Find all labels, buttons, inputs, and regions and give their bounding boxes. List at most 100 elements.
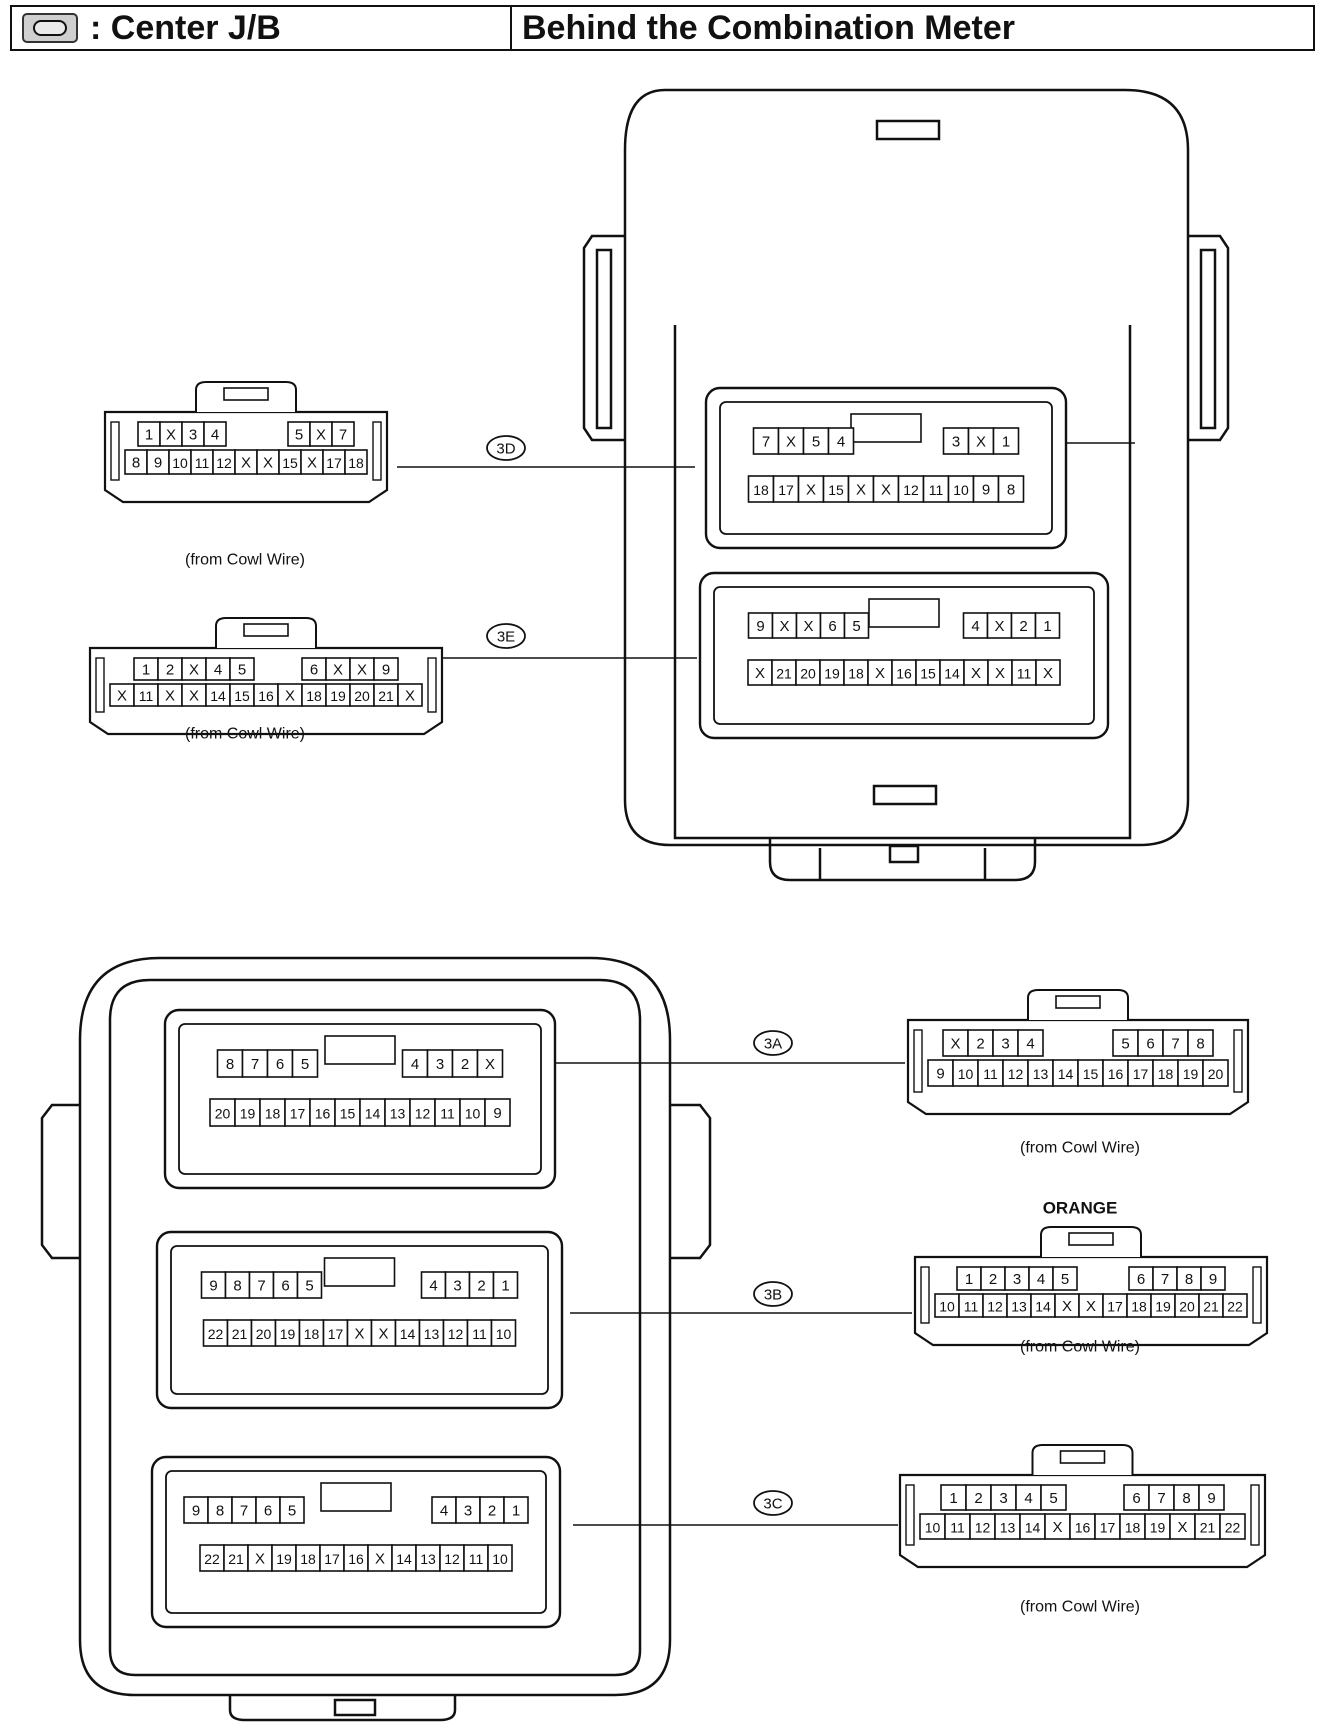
upper-jb-bottom-latch	[768, 838, 1037, 882]
plug-pin	[1200, 1266, 1226, 1291]
jb-pin	[476, 1049, 504, 1078]
plug-pin	[1052, 1059, 1079, 1087]
plug-pin-label: 14	[210, 688, 226, 704]
jb-pin-label: 7	[240, 1503, 248, 1520]
plug-pin-label: 5	[1121, 1036, 1129, 1053]
jb-pin-label: 18	[300, 1551, 316, 1567]
plug-pin-label: 9	[1209, 1271, 1217, 1288]
plug-pin-label: 11	[950, 1520, 965, 1536]
jb-pin	[291, 1049, 319, 1078]
jb-pin	[827, 427, 855, 455]
plug-pin-label: 8	[132, 455, 140, 472]
plug-pin-label: 19	[330, 688, 346, 704]
jb-pin	[947, 475, 975, 503]
lower-jb-housing	[78, 956, 672, 1697]
plug-pin-label: 21	[1200, 1520, 1216, 1536]
jb-pin	[915, 659, 941, 686]
header-right-cell: Behind the Combination Meter	[512, 7, 1313, 49]
plug-guide-rail	[913, 1029, 923, 1093]
jb-pin	[199, 1544, 225, 1572]
plug-pin-label: 10	[172, 455, 188, 471]
plug-pin-label: 15	[1083, 1066, 1099, 1082]
jb-pin	[1011, 659, 1037, 686]
plug-pin-label: 1	[142, 662, 150, 679]
plug-lock-window	[223, 387, 269, 401]
plug-pin-label: 11	[964, 1299, 979, 1315]
jb-pin-label: 9	[192, 1503, 200, 1520]
plug-pin-label: 8	[1185, 1271, 1193, 1288]
jb-pin	[200, 1271, 227, 1299]
upper-jb-housing	[623, 88, 1190, 847]
plug-pin	[1019, 1513, 1046, 1540]
from-cowl-wire-note: (from Cowl Wire)	[1020, 1339, 1140, 1356]
jb-pin	[819, 659, 845, 686]
jb-pin	[346, 1319, 373, 1347]
jb-pin	[401, 1049, 429, 1078]
plug-pin-label: 3	[999, 1490, 1007, 1507]
plug-pin-label: 15	[282, 455, 298, 471]
plug-pin-label: 10	[958, 1066, 974, 1082]
plug-pin-label: 17	[326, 455, 342, 471]
plug-pin	[1177, 1059, 1204, 1087]
plug-pin-label: 19	[1150, 1520, 1166, 1536]
connector-code-badge	[486, 623, 526, 649]
plug-pin-label: X	[405, 688, 415, 705]
jb-pin-label: 4	[411, 1056, 419, 1073]
plug-pin-label: 4	[211, 427, 219, 444]
plug-pin-label: 17	[1133, 1066, 1149, 1082]
jb-pin-label: X	[485, 1056, 495, 1073]
jb-pin	[962, 612, 989, 639]
jb-pin-label: 19	[280, 1326, 296, 1342]
plug-guide-rail	[1250, 1484, 1260, 1546]
plug-pin-label: X	[117, 688, 127, 705]
plug-pin-label: 8	[1182, 1490, 1190, 1507]
plug-pin-label: 20	[1208, 1066, 1224, 1082]
jb-pin	[202, 1319, 229, 1347]
jb-pin-label: 10	[953, 482, 969, 498]
plug-pin	[992, 1029, 1019, 1057]
connector-code-badge	[753, 1490, 793, 1516]
connector-code-label: 3B	[764, 1287, 782, 1304]
jb-pin-label: X	[856, 482, 866, 499]
from-cowl-wire-note: (from Cowl Wire)	[185, 726, 305, 743]
plug-pin-label: 4	[1024, 1490, 1032, 1507]
plug-lock-window	[243, 623, 289, 637]
jb-pin-label: 5	[288, 1503, 296, 1520]
plug-guide-rail	[372, 421, 382, 481]
plug-pin-label: 12	[975, 1520, 991, 1536]
plug-pin	[1222, 1293, 1248, 1318]
jb-pin-label: 3	[952, 434, 960, 451]
plug-pin	[344, 449, 368, 475]
plug-pin	[1169, 1513, 1196, 1540]
jb-pin-label: X	[786, 434, 796, 451]
plug-pin-label: 17	[1107, 1299, 1123, 1315]
lower-jb-bottom-latch	[228, 1695, 457, 1722]
jb-pin	[207, 1496, 233, 1524]
connector-code-badge	[753, 1281, 793, 1307]
plug-pin	[1187, 1029, 1214, 1057]
jb-pin	[963, 659, 989, 686]
jb-pin	[247, 1544, 273, 1572]
connector-code-label: 3C	[763, 1496, 782, 1513]
plug-pin-label: 9	[382, 662, 390, 679]
plug-pin-label: 16	[258, 688, 274, 704]
lower-jb-bottom-latch-lock	[333, 1698, 377, 1717]
jb-pin-label: 17	[324, 1551, 340, 1567]
plug-pin-label: 4	[214, 662, 222, 679]
plug-pin-label: 14	[1035, 1299, 1051, 1315]
jb-pin-label: 6	[828, 618, 836, 635]
plug-pin	[1123, 1484, 1150, 1511]
plug-pin	[1069, 1513, 1096, 1540]
header-left-title: : Center J/B	[90, 8, 281, 47]
jb-pin-label: X	[994, 618, 1004, 635]
jb-pin-label: 19	[240, 1106, 256, 1122]
plug-pin-label: X	[241, 455, 251, 472]
jb-pin-label: X	[354, 1326, 364, 1343]
jb-pin-label: X	[971, 665, 981, 682]
plug-pin	[229, 657, 255, 681]
jb-pin	[231, 1496, 257, 1524]
upper-jb-top-slot	[875, 119, 941, 141]
jb-pin	[752, 427, 780, 455]
